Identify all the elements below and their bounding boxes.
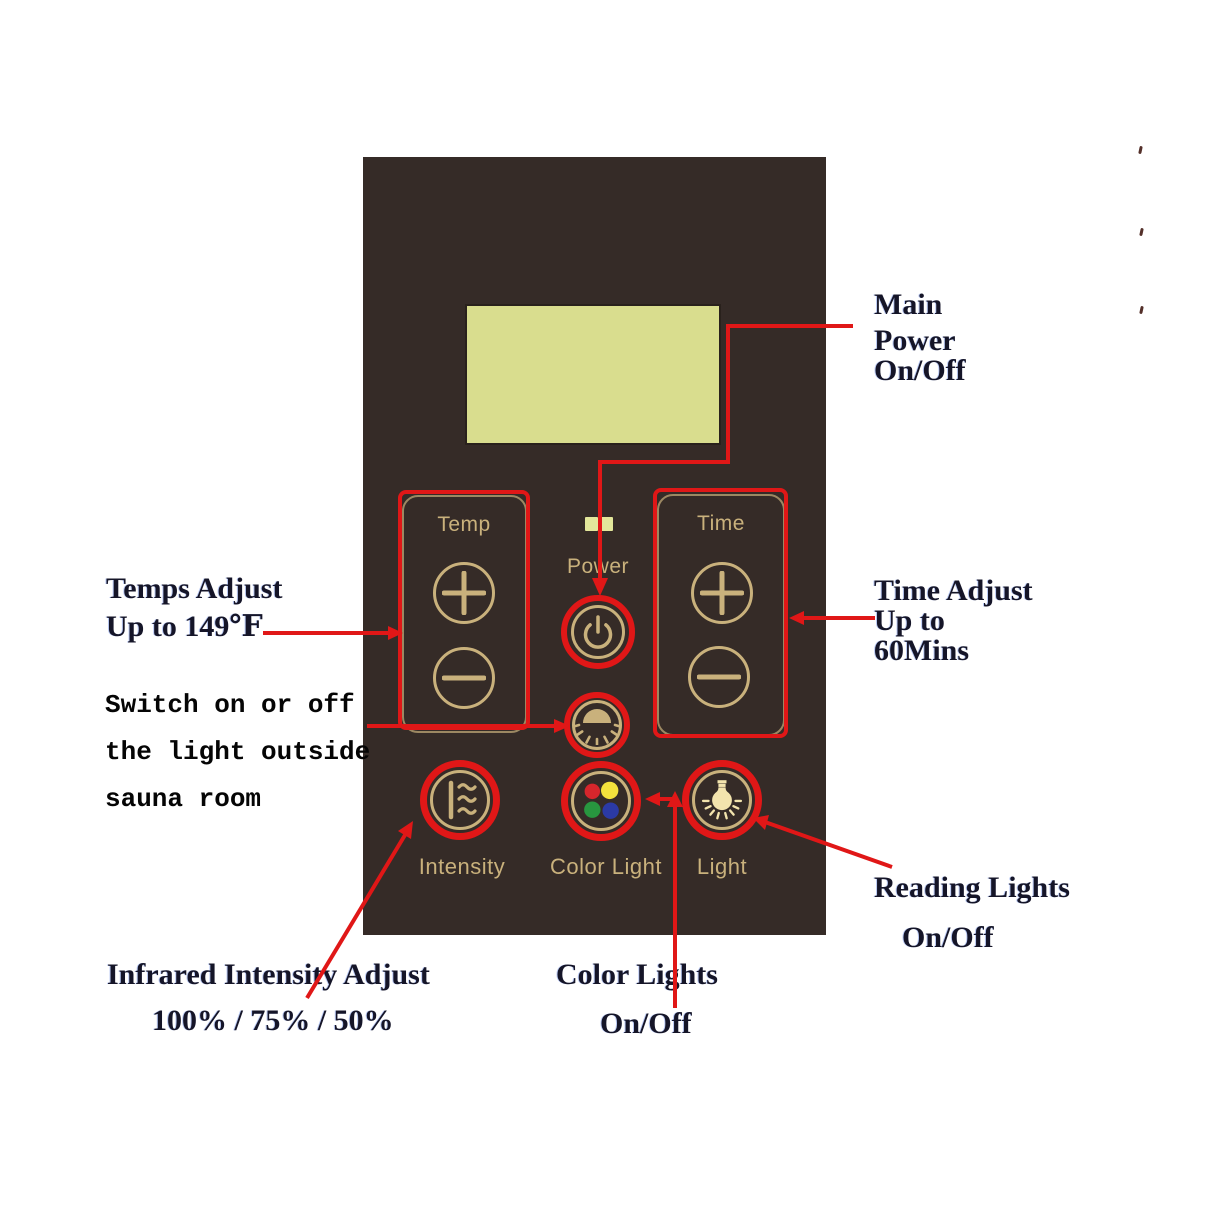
power-icon [583, 615, 613, 649]
time-plus-button[interactable] [691, 562, 753, 624]
callout-text-line: Up to [874, 604, 945, 637]
power-led-indicator-right [600, 517, 613, 531]
color-light-button[interactable] [561, 761, 641, 841]
reading-light-label: Light [696, 854, 748, 879]
callout-temps-adjust: Temps Adjust Up to 149℉ [106, 570, 282, 646]
power-button-face [571, 605, 625, 659]
color-light-label: Color Light [550, 854, 662, 879]
lcd-display [467, 306, 719, 443]
minus-icon [442, 675, 486, 681]
callout-color-lights: Color Lights On/Off [556, 957, 718, 1042]
temp-plus-button[interactable] [433, 562, 495, 624]
color-light-button-face [571, 771, 631, 831]
callout-infrared-intensity: Infrared Intensity Adjust 100% / 75% / 5… [107, 957, 430, 1039]
callout-text-line: Reading Lights [874, 871, 1070, 904]
plus-icon [442, 571, 486, 615]
callout-text-line: Color Lights [556, 958, 718, 991]
callout-text-line: Temps Adjust [106, 572, 283, 605]
power-led-indicator-left [585, 517, 598, 531]
power-button[interactable] [561, 595, 635, 669]
callout-text-line: Up to 149℉ [106, 610, 263, 643]
callout-text-line: Main [874, 288, 943, 321]
callout-main-power: Main Power On/Off [874, 287, 966, 389]
print-artifact-mark [1139, 227, 1144, 237]
temp-minus-button[interactable] [433, 647, 495, 709]
callout-text-line: On/Off [902, 921, 994, 954]
print-artifact-mark [1138, 145, 1143, 155]
intensity-button-face [430, 770, 490, 830]
power-button-label: Power [566, 555, 630, 578]
callout-text-line: Power [874, 324, 956, 357]
outside-light-button[interactable] [564, 692, 630, 758]
intensity-label: Intensity [418, 854, 506, 879]
outside-light-button-face [572, 700, 622, 750]
print-artifact-mark [1139, 305, 1144, 315]
callout-text-line: Time Adjust [874, 574, 1033, 607]
reading-light-button[interactable] [682, 760, 762, 840]
color-light-icon [584, 781, 619, 819]
ceiling-light-icon [575, 709, 619, 745]
intensity-button[interactable] [420, 760, 500, 840]
callout-text-line: sauna room [105, 784, 262, 814]
light-bulb-icon [701, 780, 743, 820]
callout-reading-lights: Reading Lights On/Off [874, 870, 1070, 956]
callout-text-line: 100% / 75% / 50% [152, 1004, 394, 1037]
callout-text-line: Switch on or off [105, 690, 355, 720]
callout-text-line: the light outside [105, 737, 371, 767]
callout-switch-outside-light: Switch on or off the light outside sauna… [105, 682, 370, 823]
callout-text-line: Infrared Intensity Adjust [107, 958, 430, 991]
temp-group-highlight [398, 490, 530, 730]
infrared-intensity-icon [448, 780, 477, 820]
time-group-label: Time [697, 512, 745, 535]
callout-time-adjust: Time Adjust Up to 60Mins [874, 576, 1033, 666]
temp-group-label: Temp [437, 513, 491, 536]
callout-text-line: On/Off [874, 354, 966, 387]
minus-icon [697, 674, 741, 680]
callout-text-line: 60Mins [874, 634, 970, 667]
plus-icon [700, 571, 744, 615]
callout-text-line: On/Off [600, 1007, 692, 1040]
time-minus-button[interactable] [688, 646, 750, 708]
reading-light-button-face [692, 770, 752, 830]
